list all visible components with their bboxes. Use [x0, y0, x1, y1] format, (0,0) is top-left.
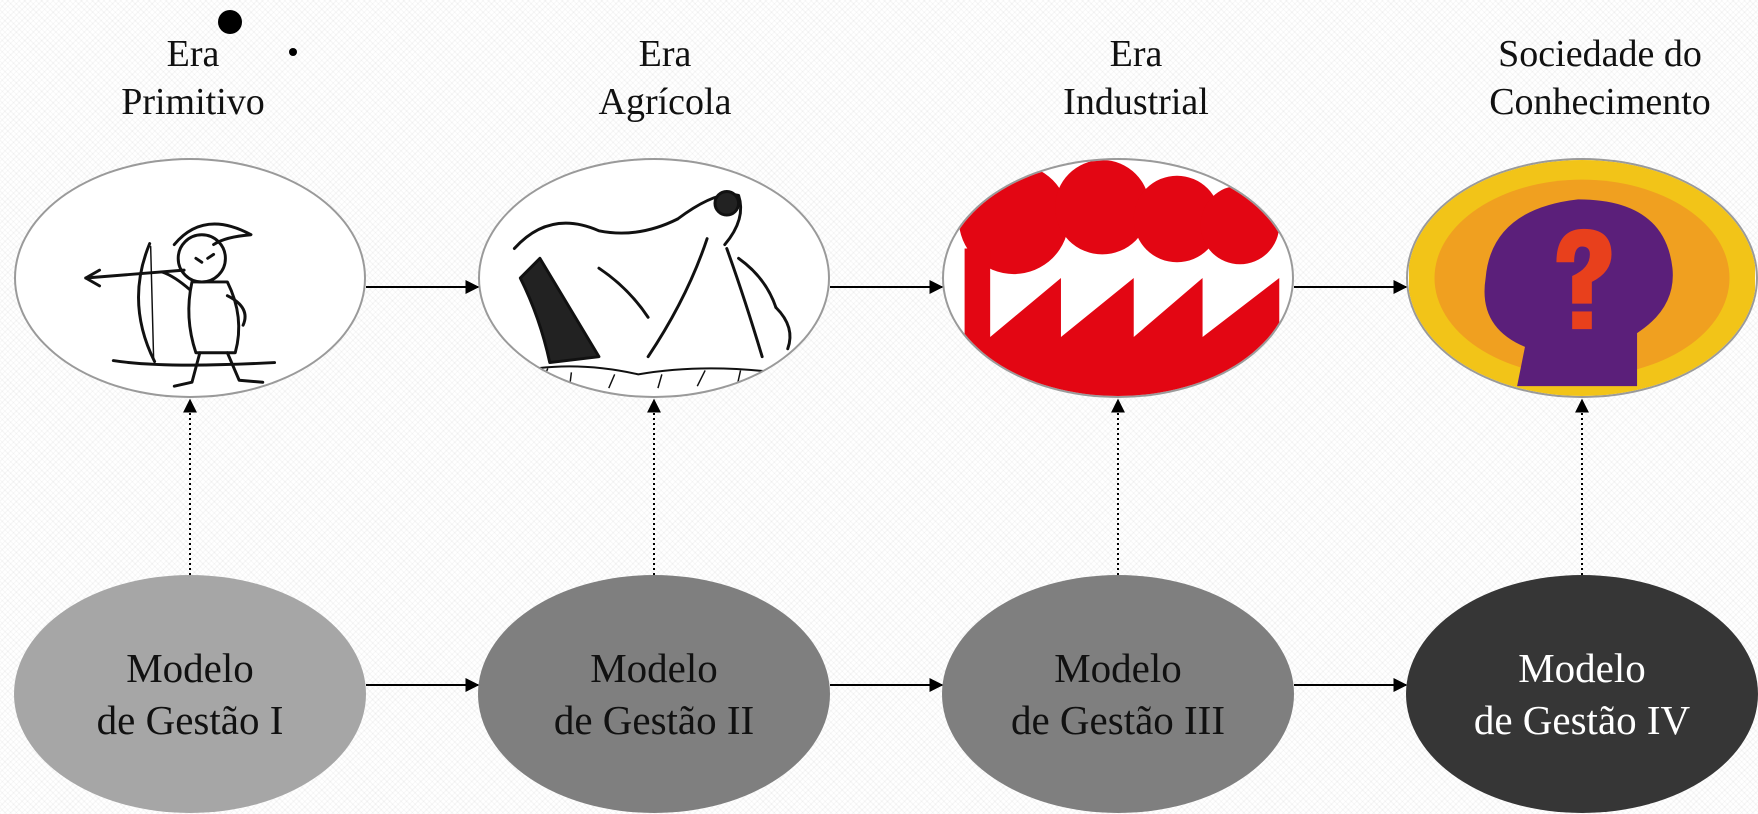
era-label-line1: Era: [166, 33, 220, 75]
model-label-line2: de Gestão I: [96, 697, 284, 743]
farmer-icon: [489, 189, 817, 389]
era-label-industrial: Era Industrial: [976, 30, 1296, 126]
era-label-conhecimento: Sociedade do Conhecimento: [1440, 30, 1758, 126]
era-label-line2: Agrícola: [598, 81, 732, 123]
factory-icon: [958, 160, 1280, 396]
era-label-line1: Era: [1109, 33, 1163, 75]
era-image-agricola: [478, 158, 830, 398]
era-label-primitivo: Era Primitivo: [33, 30, 353, 126]
model-label-line2: de Gestão IV: [1473, 697, 1691, 743]
model-oval-4: Modelo de Gestão IV: [1406, 575, 1758, 813]
head-question-icon: [1408, 160, 1756, 396]
model-oval-3: Modelo de Gestão III: [942, 575, 1294, 813]
model-oval-1: Modelo de Gestão I: [14, 575, 366, 813]
model-label-line1: Modelo: [1054, 645, 1182, 691]
era-label-line2: Conhecimento: [1489, 81, 1711, 123]
model-label-line1: Modelo: [1518, 645, 1646, 691]
era-image-industrial: [942, 158, 1294, 398]
era-label-agricola: Era Agrícola: [505, 30, 825, 126]
era-image-conhecimento: [1406, 158, 1758, 398]
era-label-line1: Sociedade do: [1498, 33, 1702, 75]
era-label-line2: Primitivo: [121, 81, 265, 123]
archer-icon: [84, 222, 277, 388]
model-label-line1: Modelo: [590, 645, 718, 691]
model-label-line1: Modelo: [126, 645, 254, 691]
era-image-primitivo: [14, 158, 366, 398]
model-label-line2: de Gestão III: [1010, 697, 1225, 743]
model-label-line2: de Gestão II: [553, 697, 755, 743]
model-oval-2: Modelo de Gestão II: [478, 575, 830, 813]
era-label-line1: Era: [638, 33, 692, 75]
era-label-line2: Industrial: [1063, 81, 1209, 123]
